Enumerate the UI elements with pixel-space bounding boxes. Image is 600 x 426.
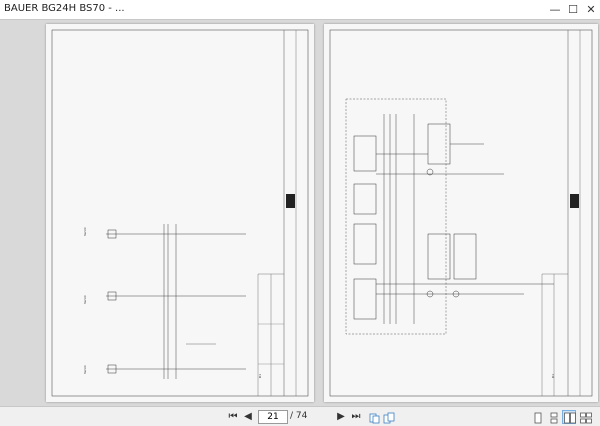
maximize-button[interactable]: ☐ [568,3,578,16]
page-number-input[interactable] [258,410,288,424]
title-bar: BAUER BG24H BS70 - ... — ☐ ✕ [0,0,600,20]
single-page-view-icon[interactable] [530,410,544,424]
rotate-icon[interactable] [366,410,380,424]
copy-icon[interactable] [381,410,395,424]
next-page-button[interactable]: ▶ [337,411,345,422]
window-title: BAUER BG24H BS70 - ... [4,3,125,14]
close-button[interactable]: ✕ [586,3,596,16]
bottom-toolbar: ⏮ ◀ / 74 ▶ ⏭ [0,406,600,426]
page-total: / 74 [290,411,308,421]
svg-text:Ventil: Ventil [83,365,87,374]
first-page-button[interactable]: ⏮ [228,411,238,422]
left-schematic: Ventil Ventil Ventil D1 [51,29,309,397]
last-page-button[interactable]: ⏭ [351,411,361,422]
left-page: Ventil Ventil Ventil D1 [46,24,314,402]
previous-page-button[interactable]: ◀ [244,411,252,422]
svg-text:D1: D1 [551,374,555,378]
right-page: D1 [324,24,598,402]
svg-text:Ventil: Ventil [83,295,87,304]
two-page-view-icon[interactable] [562,410,576,424]
right-schematic: D1 [329,29,593,397]
continuous-view-icon[interactable] [546,410,560,424]
two-page-continuous-view-icon[interactable] [578,410,592,424]
svg-text:Ventil: Ventil [83,227,87,236]
svg-text:D1: D1 [258,374,262,378]
minimize-button[interactable]: — [549,3,561,16]
document-viewer[interactable]: Ventil Ventil Ventil D1 [0,20,600,406]
